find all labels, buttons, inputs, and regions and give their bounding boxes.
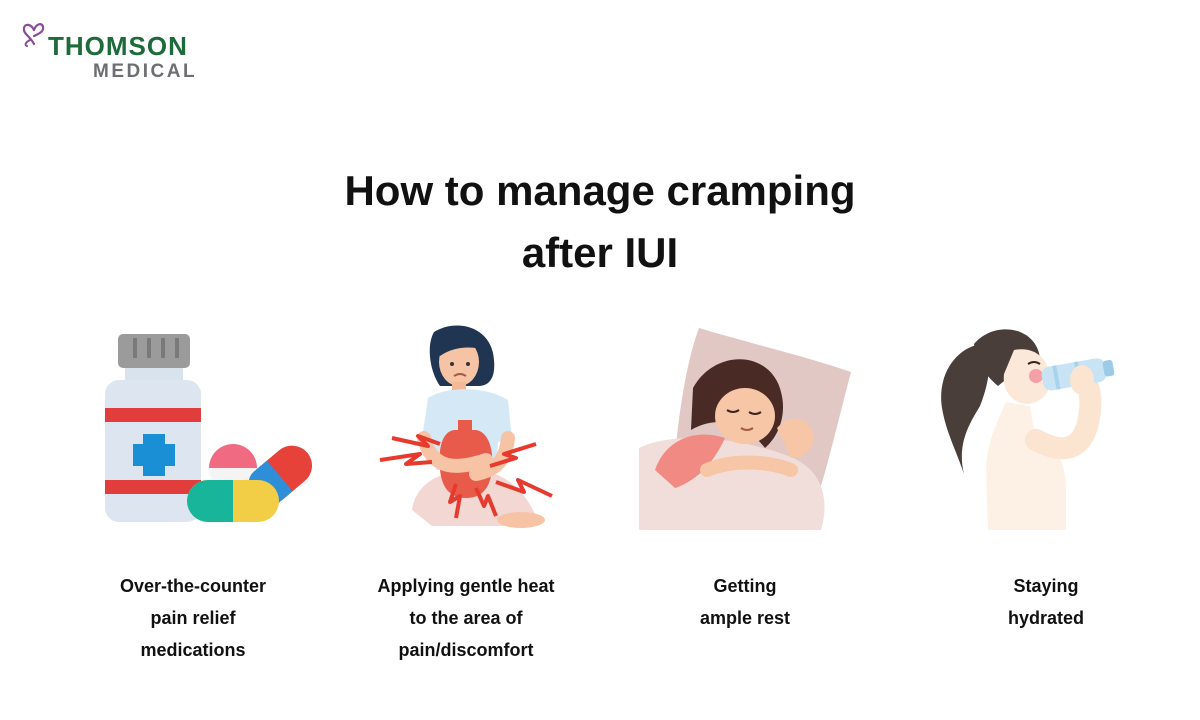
tip-label-hydration: Staying hydrated [916, 570, 1176, 634]
woman-drinking-water-icon [916, 320, 1176, 540]
tip-label-line: Over-the-counter [119, 576, 267, 596]
tip-card-heat: Applying gentle heat to the area of pain… [336, 320, 596, 666]
butterfly-icon [20, 20, 48, 53]
tip-label-line: ample rest [699, 608, 791, 628]
woman-with-hot-water-bottle-icon [336, 320, 596, 540]
tip-label-line: pain relief [150, 608, 236, 628]
medication-bottle-and-pills-icon [63, 320, 323, 540]
brand-name-line2: MEDICAL [93, 61, 198, 82]
tip-label-heat: Applying gentle heat to the area of pain… [336, 570, 596, 666]
woman-sleeping-on-pillow-icon [615, 320, 875, 540]
tip-label-line: Getting [713, 576, 777, 596]
brand-logo[interactable]: THOMSON MEDICAL [20, 20, 220, 86]
tip-label-rest: Getting ample rest [615, 570, 875, 634]
tip-card-hydration: Staying hydrated [916, 320, 1176, 634]
brand-name-line1: THOMSON [48, 31, 188, 61]
tip-label-medications: Over-the-counter pain relief medications [63, 570, 323, 666]
page-title-line2: after IUI [521, 229, 679, 276]
tip-label-line: Staying [1013, 576, 1079, 596]
tip-card-rest: Getting ample rest [615, 320, 875, 634]
tip-label-line: Applying gentle heat [377, 576, 555, 596]
tip-label-line: pain/discomfort [398, 640, 534, 660]
page-title-line1: How to manage cramping [344, 167, 856, 214]
tip-label-line: hydrated [1007, 608, 1085, 628]
tip-label-line: to the area of [409, 608, 523, 628]
page-title: How to manage cramping after IUI [200, 160, 1000, 284]
tip-card-medications: Over-the-counter pain relief medications [63, 320, 323, 666]
tip-label-line: medications [140, 640, 246, 660]
